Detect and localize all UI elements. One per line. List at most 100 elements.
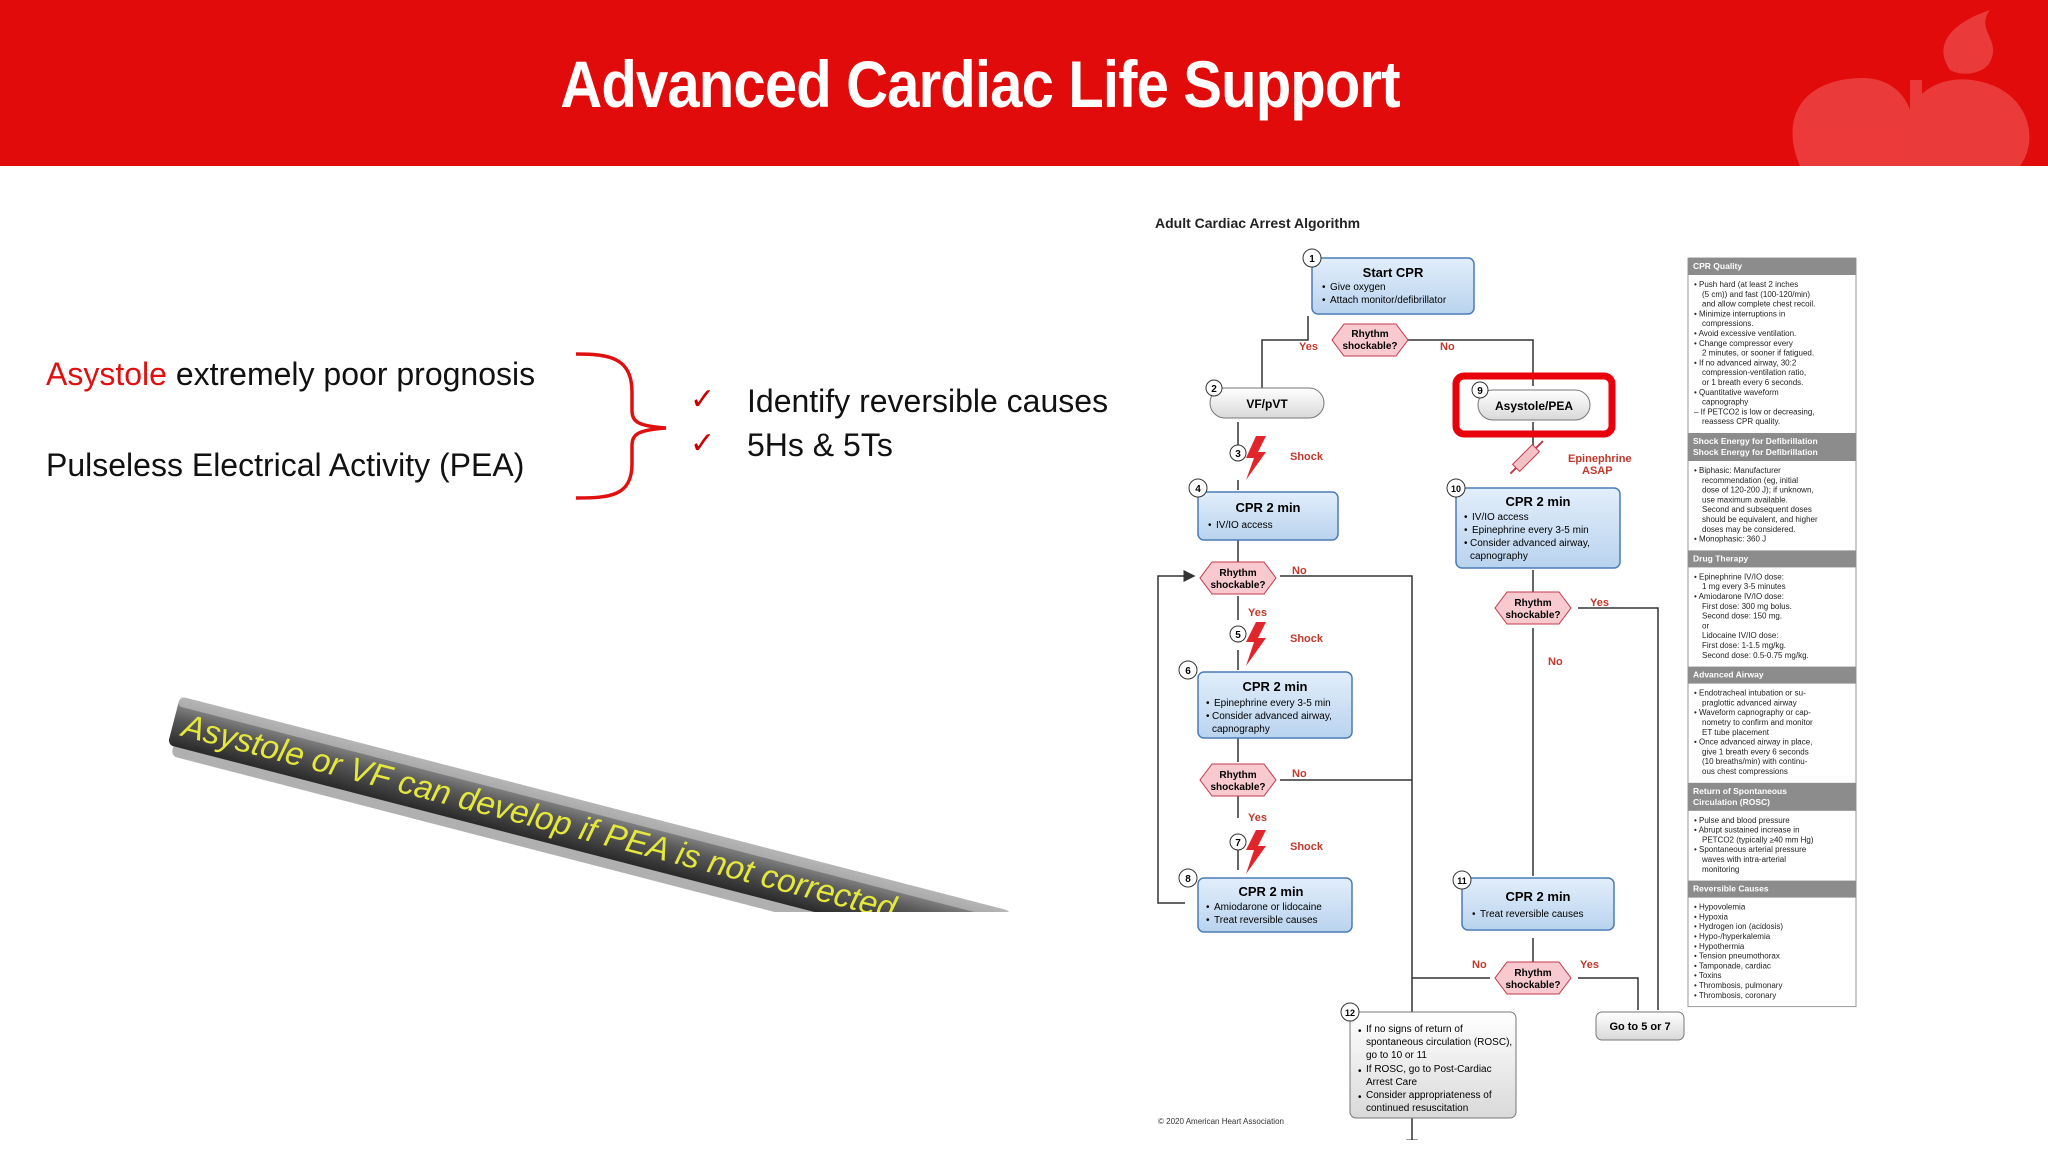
- step-6-cpr: 6 CPR 2 min •Epinephrine every 3-5 min •…: [1178, 660, 1353, 739]
- svg-text:Treat reversible causes: Treat reversible causes: [1480, 909, 1584, 920]
- sidebar-line: doses may be considered.: [1702, 525, 1795, 534]
- svg-text:•: •: [1206, 915, 1210, 926]
- sidebar-section-header: [1688, 433, 1856, 461]
- step-3-shock: 3 Shock: [1229, 436, 1324, 480]
- checkmark-icon: ✓: [690, 383, 716, 416]
- svg-text:Go to 5 or 7: Go to 5 or 7: [1609, 1021, 1670, 1033]
- sidebar-line: give 1 breath every 6 seconds: [1702, 747, 1809, 756]
- step-12-rosc-check: 12 • If no signs of return of spontaneou…: [1340, 1002, 1517, 1119]
- sidebar-line: monitoring: [1702, 865, 1739, 874]
- slide-header: Advanced Cardiac Life Support: [0, 0, 2048, 166]
- pea-text: Pulseless Electrical Activity (PEA): [46, 447, 525, 483]
- svg-text:Start CPR: Start CPR: [1363, 265, 1424, 280]
- sidebar-line: • Toxins: [1694, 971, 1722, 980]
- sidebar-section-header: [1688, 550, 1856, 568]
- svg-text:Yes: Yes: [1248, 812, 1267, 824]
- svg-text:•: •: [1206, 711, 1210, 722]
- sidebar-section-header: [1688, 880, 1856, 898]
- sidebar-line: and allow complete chest recoil.: [1702, 300, 1815, 309]
- svg-text:Epinephrine every 3-5 min: Epinephrine every 3-5 min: [1214, 698, 1331, 709]
- sidebar-section-title: Circulation (ROSC): [1693, 797, 1770, 807]
- sidebar-line: • Epinephrine IV/IO dose:: [1694, 572, 1784, 581]
- svg-text:shockable?: shockable?: [1505, 980, 1560, 991]
- svg-text:Give oxygen: Give oxygen: [1330, 282, 1386, 293]
- sidebar-section-title: Shock Energy for Defibrillation: [1693, 447, 1818, 457]
- step-8-cpr: 8 CPR 2 min •Amiodarone or lidocaine •Tr…: [1178, 868, 1353, 933]
- sidebar-line: • Endotracheal intubation or su-: [1694, 689, 1806, 698]
- sidebar-line: Second dose: 0.5-0.75 mg/kg.: [1702, 651, 1809, 660]
- sidebar-line: • Biphasic: Manufacturer: [1694, 466, 1781, 475]
- sidebar-line: or 1 breath every 6 seconds.: [1702, 378, 1803, 387]
- check-item-reversible: Identify reversible causes: [747, 383, 1109, 419]
- sidebar-line: • Quantitative waveform: [1694, 388, 1779, 397]
- sidebar-section-title: Reversible Causes: [1693, 884, 1769, 894]
- sidebar-line: • Thrombosis, pulmonary: [1694, 981, 1782, 990]
- svg-text:•: •: [1358, 1026, 1362, 1037]
- svg-text:Epinephrine every 3-5 min: Epinephrine every 3-5 min: [1472, 525, 1589, 536]
- svg-text:Treat reversible causes: Treat reversible causes: [1214, 915, 1318, 926]
- sidebar-line: compression-ventilation ratio,: [1702, 368, 1806, 377]
- sidebar-line: • Change compressor every: [1694, 339, 1793, 348]
- step-7-shock: 7 Shock: [1229, 830, 1324, 874]
- line-no-right: [1380, 339, 1534, 386]
- step-9-asystole-pea: 9 Asystole/PEA: [1452, 372, 1616, 438]
- rhythm-shockable-diamond-1: Rhythm shockable? Yes No: [1299, 323, 1455, 357]
- svg-text:No: No: [1548, 656, 1563, 668]
- sidebar-line: • Hypothermia: [1694, 942, 1745, 951]
- step-11-cpr: 11 CPR 2 min •Treat reversible causes: [1452, 870, 1615, 931]
- rhythm-shockable-diamond-3: Rhythm shockable? No Yes: [1199, 763, 1307, 824]
- sidebar-line: (5 cm)) and fast (100-120/min): [1702, 290, 1810, 299]
- step-5-shock: 5 Shock: [1229, 622, 1324, 666]
- checkmark-icon: ✓: [690, 427, 716, 460]
- svg-text:•: •: [1322, 295, 1326, 306]
- svg-text:Yes: Yes: [1299, 341, 1318, 353]
- sidebar-line: (10 breaths/min) with continu-: [1702, 757, 1808, 766]
- sidebar-line: • Pulse and blood pressure: [1694, 816, 1790, 825]
- sidebar-line: • Tamponade, cardiac: [1694, 961, 1771, 970]
- sidebar-line: • Hydrogen ion (acidosis): [1694, 922, 1783, 931]
- svg-text:11: 11: [1457, 876, 1467, 886]
- lightning-icon: [1246, 830, 1266, 874]
- svg-text:No: No: [1292, 565, 1307, 577]
- step-4-cpr: 4 CPR 2 min •IV/IO access: [1188, 478, 1339, 541]
- svg-text:Rhythm: Rhythm: [1219, 568, 1256, 579]
- sidebar-line: • Spontaneous arterial pressure: [1694, 845, 1807, 854]
- svg-text:shockable?: shockable?: [1210, 782, 1265, 793]
- sidebar-line: • Abrupt sustained increase in: [1694, 826, 1800, 835]
- step-2-vf-pvt: 2 VF/pVT: [1205, 379, 1325, 419]
- sidebar-line: reassess CPR quality.: [1702, 417, 1780, 426]
- sidebar-line: • Minimize interruptions in: [1694, 309, 1785, 318]
- sidebar-section-title: Drug Therapy: [1693, 553, 1749, 563]
- sidebar-line: or: [1702, 621, 1709, 630]
- svg-text:Rhythm: Rhythm: [1514, 598, 1551, 609]
- sidebar-line: use maximum available.: [1702, 495, 1788, 504]
- step-1-start-cpr: 1 Start CPR •Give oxygen •Attach monitor…: [1302, 248, 1475, 315]
- lightning-icon: [1246, 622, 1266, 666]
- sidebar-section-title: Shock Energy for Defibrillation: [1693, 436, 1818, 446]
- sidebar-line: ous chest compressions: [1702, 767, 1788, 776]
- svg-text:Rhythm: Rhythm: [1351, 329, 1388, 340]
- asystole-prognosis-text: Asystole extremely poor prognosis: [46, 356, 535, 393]
- asystole-term: Asystole: [46, 356, 167, 392]
- sidebar-line: • Hypovolemia: [1694, 903, 1746, 912]
- svg-text:•: •: [1358, 1066, 1362, 1077]
- sidebar-line: compressions.: [1702, 319, 1754, 328]
- svg-text:CPR 2 min: CPR 2 min: [1242, 679, 1307, 694]
- prognosis-phrase: extremely poor prognosis: [166, 356, 536, 392]
- sidebar-line: Second dose: 150 mg.: [1702, 612, 1782, 621]
- warning-banner: Asystole or VF can develop if PEA is not…: [168, 697, 1013, 912]
- syringe-icon: [1509, 440, 1544, 475]
- svg-text:12: 12: [1345, 1008, 1355, 1018]
- svg-text:•: •: [1322, 282, 1326, 293]
- svg-text:•: •: [1464, 525, 1468, 536]
- sidebar-line: • Hypoxia: [1694, 912, 1728, 921]
- goto-5-or-7: Go to 5 or 7: [1595, 1011, 1685, 1041]
- svg-text:3: 3: [1235, 449, 1241, 460]
- svg-text:•: •: [1208, 520, 1212, 531]
- sidebar-section-title: Return of Spontaneous: [1693, 786, 1787, 796]
- sidebar-line: First dose: 300 mg bolus.: [1702, 602, 1792, 611]
- sidebar-section-title: Advanced Airway: [1693, 670, 1764, 680]
- svg-text:CPR 2 min: CPR 2 min: [1505, 889, 1570, 904]
- sidebar-line: PETCO2 (typically ≥40 mm Hg): [1702, 835, 1814, 844]
- svg-text:•: •: [1358, 1092, 1362, 1103]
